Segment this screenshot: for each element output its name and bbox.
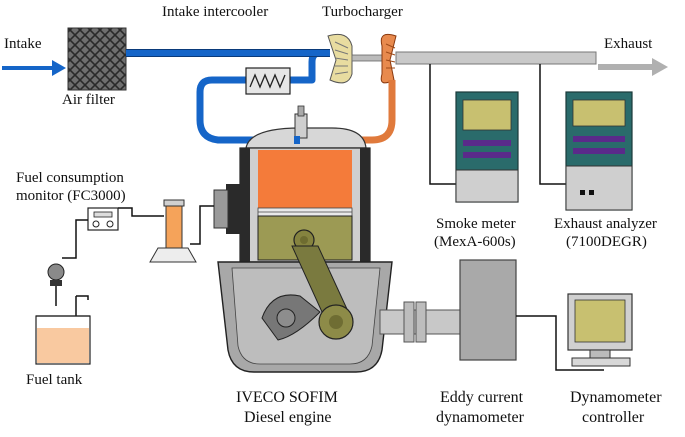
label-turbocharger: Turbocharger bbox=[322, 4, 403, 20]
label-intake-intercooler: Intake intercooler bbox=[162, 4, 268, 20]
label-fuel-monitor-2: monitor (FC3000) bbox=[16, 188, 126, 204]
control-cable bbox=[516, 315, 604, 371]
drive-shaft bbox=[379, 301, 465, 343]
label-exhaust-analyzer-1: Exhaust analyzer bbox=[554, 216, 657, 232]
intake-pipe bbox=[126, 49, 330, 144]
pump-icon bbox=[47, 263, 65, 286]
smoke-meter bbox=[455, 91, 519, 203]
intake-arrow bbox=[2, 60, 66, 76]
label-fuel-tank: Fuel tank bbox=[26, 372, 83, 388]
label-exhaust: Exhaust bbox=[604, 36, 653, 52]
eddy-dynamometer bbox=[459, 259, 517, 361]
exhaust-analyzer bbox=[565, 91, 633, 211]
label-exhaust-analyzer-2: (7100DEGR) bbox=[566, 234, 647, 250]
label-smoke-meter-2: (MexA-600s) bbox=[434, 234, 516, 250]
label-air-filter: Air filter bbox=[62, 92, 115, 108]
fuel-system bbox=[35, 184, 244, 365]
label-engine-1: IVECO SOFIM bbox=[236, 389, 338, 406]
label-eddy-1: Eddy current bbox=[440, 389, 524, 406]
label-eddy-2: dynamometer bbox=[436, 409, 525, 426]
intake-pipe-outline bbox=[126, 49, 330, 57]
turbine-icon bbox=[327, 33, 397, 84]
diesel-engine bbox=[217, 105, 393, 373]
label-engine-2: Diesel engine bbox=[244, 409, 332, 426]
label-dyno-ctrl-1: Dynamometer bbox=[570, 389, 662, 406]
sampling-lines bbox=[429, 64, 568, 185]
label-smoke-meter-1: Smoke meter bbox=[436, 216, 516, 232]
label-fuel-monitor-1: Fuel consumption bbox=[16, 170, 124, 186]
air-filter-icon bbox=[67, 27, 127, 91]
label-dyno-ctrl-2: controller bbox=[582, 409, 645, 426]
dynamometer-controller bbox=[567, 293, 633, 367]
intercooler-icon bbox=[245, 67, 291, 95]
exhaust-pipe bbox=[356, 80, 396, 144]
exhaust-outlet-pipe bbox=[395, 51, 668, 76]
label-intake: Intake bbox=[4, 36, 42, 52]
